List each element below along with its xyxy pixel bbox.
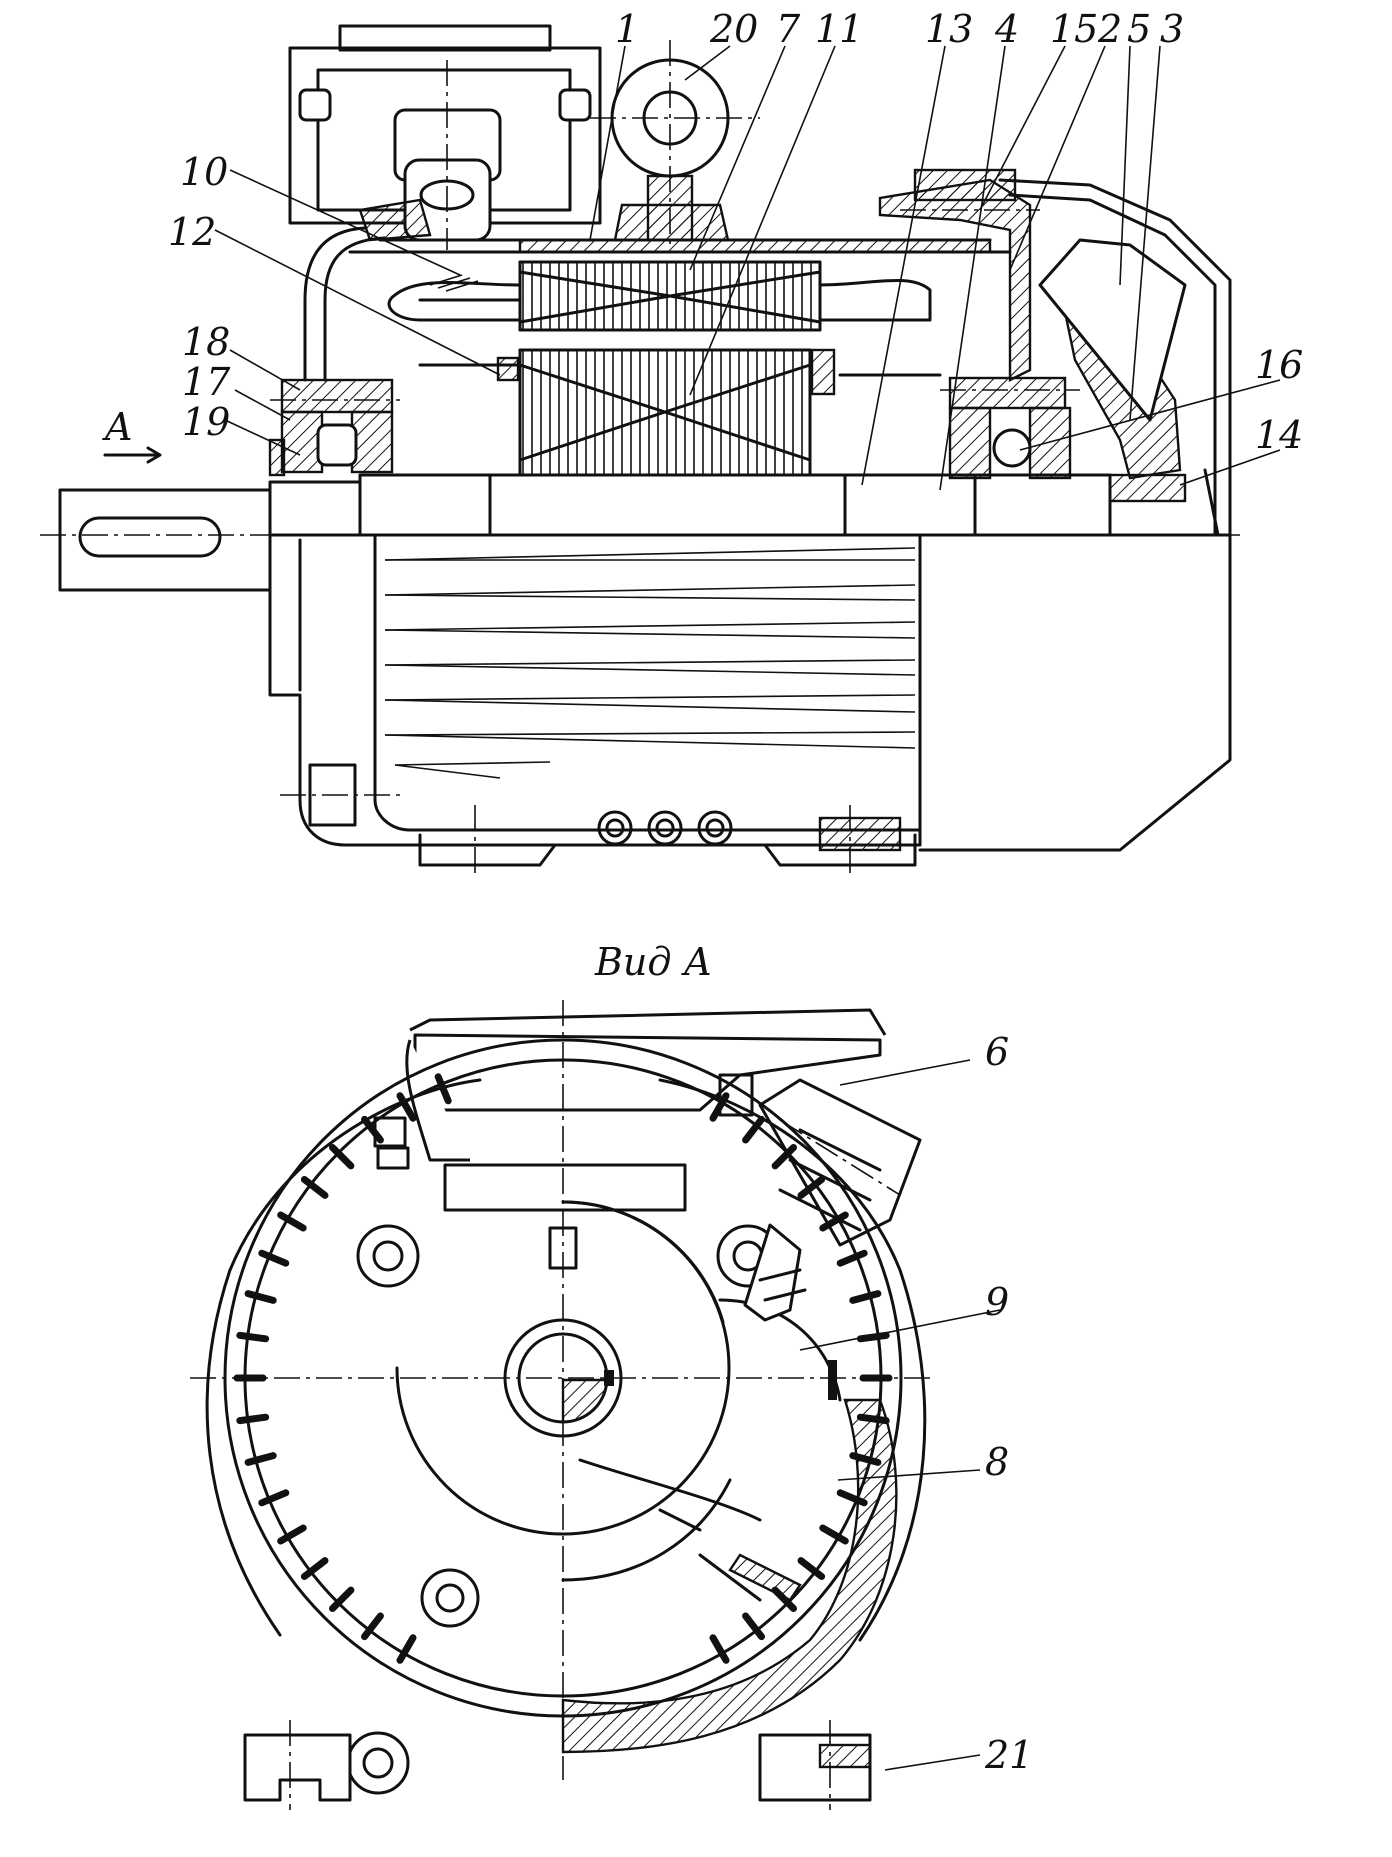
cooling-fin [742,1115,765,1144]
end-view-cutaway [190,1000,935,1780]
cooling-fin [258,1489,290,1507]
cooling-fin [709,1634,730,1664]
cooling-fin [819,1211,849,1232]
stator-winding-end-turns [387,274,932,322]
callout-10: 10 [180,150,228,194]
side-leader-lines [103,45,1281,491]
stator-housing-section [348,203,1012,254]
cooling-fin [277,1211,307,1232]
cooling-fin [236,1413,270,1425]
ribbed-housing-exterior [268,533,1232,852]
cooling-fin [244,1290,277,1304]
callout-2: 2 [1097,7,1122,51]
view-title: Вид А [594,940,712,984]
callout-labels: 1 20 7 11 13 4 15 2 5 3 10 12 18 17 19 1… [102,7,1303,1777]
stator-core [518,260,822,332]
cooling-fins [233,1073,893,1664]
cooling-fin [244,1452,277,1466]
cooling-fin [396,1092,417,1122]
cooling-fin [797,1176,826,1199]
callout-12: 12 [168,210,216,254]
cooling-fin [300,1176,329,1199]
cooling-fin [300,1557,329,1580]
callout-6: 6 [985,1030,1009,1074]
cooling-fin [396,1634,417,1664]
cooling-fin [329,1586,355,1612]
cooling-fin [849,1290,882,1304]
rotor-core [418,348,942,477]
motor-feet [418,805,917,875]
callout-3: 3 [1160,7,1184,51]
callout-9: 9 [985,1280,1009,1324]
callout-20: 20 [709,7,758,51]
callout-4: 4 [994,7,1019,51]
cooling-fin [258,1249,290,1267]
cooling-fin [836,1249,868,1267]
cooling-fin [771,1144,797,1170]
end-view-feet [243,1720,872,1810]
callout-13: 13 [925,7,973,51]
end-view-a [190,1000,1001,1810]
callout-1: 1 [615,7,639,51]
front-bearing-shield [268,198,432,477]
cooling-fin [277,1524,307,1545]
callout-18: 18 [182,320,230,364]
cooling-fin [742,1612,765,1641]
callout-19: 19 [182,400,230,444]
cooling-fan [1038,238,1187,503]
view-arrow-label: A [102,405,132,449]
callout-11: 11 [815,7,863,51]
callout-7: 7 [776,7,801,51]
end-leader-lines [799,1059,1001,1771]
callout-15: 15 [1050,7,1098,51]
cooling-fin [819,1524,849,1545]
callout-14: 14 [1255,413,1303,457]
callout-8: 8 [985,1440,1009,1484]
cooling-fin [329,1144,355,1170]
callout-16: 16 [1255,343,1303,387]
cooling-fin [797,1557,826,1580]
callout-21: 21 [984,1733,1033,1777]
cooling-fin [709,1092,730,1122]
terminal-box-end [373,1008,922,1247]
rear-bearing-shield [878,168,1080,480]
side-section-view [40,24,1281,875]
terminal-box [288,24,602,250]
motor-shaft [40,473,1240,592]
fan-cowl [998,178,1232,537]
cooling-fin [434,1073,452,1105]
callout-5: 5 [1127,7,1151,51]
cooling-fin [236,1331,270,1343]
cooling-fin [856,1331,890,1343]
callout-17: 17 [182,360,231,404]
cooling-fin [361,1612,384,1641]
cooling-fin [361,1115,384,1144]
